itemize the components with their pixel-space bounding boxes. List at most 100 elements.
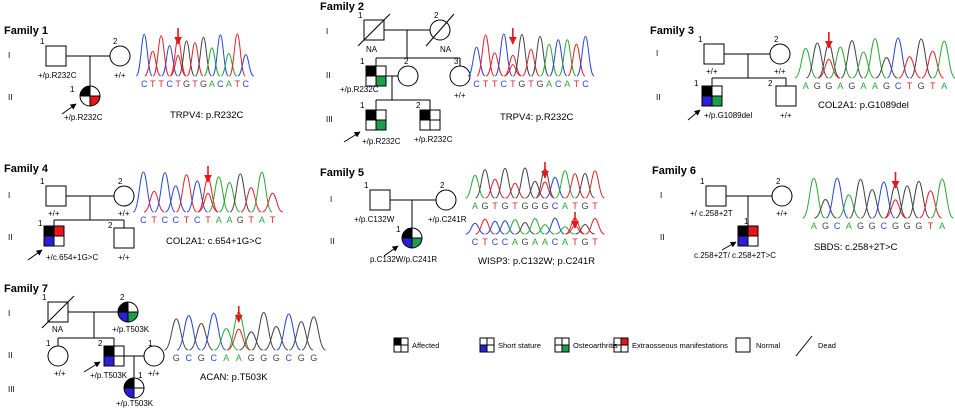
base-call: G xyxy=(918,81,925,91)
trace-peak xyxy=(251,311,276,351)
family-title: Family 7 xyxy=(4,283,48,295)
base-call: C xyxy=(492,237,499,247)
base-call: C xyxy=(895,81,902,91)
trace-peak xyxy=(535,224,555,235)
trace-peak xyxy=(802,177,826,219)
base-call: C xyxy=(166,79,173,89)
base-call: G xyxy=(183,79,190,89)
chromatogram-caption: SBDS: c.258+2T>C xyxy=(814,242,898,253)
proband-II-1 xyxy=(701,85,723,107)
family-3: Family 3 I II 1 +/+ 2 +/+ 1 +/p.G1089del… xyxy=(650,25,955,121)
trace-peak xyxy=(132,171,155,213)
male-II-2 xyxy=(113,227,135,249)
trace-peak xyxy=(135,33,153,77)
trace-peak xyxy=(154,172,176,213)
female-I-2-deceased xyxy=(425,13,455,47)
base-call: T xyxy=(175,79,181,89)
base-call: C xyxy=(502,237,509,247)
member-number: 1 xyxy=(46,339,51,348)
trace-peak xyxy=(219,182,241,213)
generation-label-I: I xyxy=(8,309,10,318)
proband-II-1 xyxy=(401,227,423,249)
trace-peak xyxy=(585,218,605,235)
male-I-1 xyxy=(703,43,725,65)
base-call: G xyxy=(537,79,544,89)
member-number: 2 xyxy=(440,181,445,190)
legend-short-stature-swatch xyxy=(479,337,495,353)
base-call: G xyxy=(915,221,922,231)
generation-label-I: I xyxy=(660,191,662,200)
family-4: Family 4 I II 1 +/+ 2 +/+ 1 +/c.654+1G>C… xyxy=(4,163,284,262)
family-title: Family 6 xyxy=(652,165,696,177)
trace-peak xyxy=(512,33,532,77)
proband-II-1 xyxy=(737,225,759,247)
base-call: A xyxy=(941,81,947,91)
base-call: G xyxy=(825,81,832,91)
family-5: Family 5 I II 1 +/p.C132W 2 +/p.C241R 1 … xyxy=(320,162,605,267)
base-call: A xyxy=(939,221,945,231)
trace-peak xyxy=(239,331,264,351)
trace-peak xyxy=(144,50,162,77)
base-call: G xyxy=(173,353,180,363)
base-call: T xyxy=(150,79,156,89)
trace-peak xyxy=(262,192,284,213)
trace-peak xyxy=(848,178,873,219)
trace-peak xyxy=(186,42,204,77)
trace-peak xyxy=(289,321,314,351)
family-6: Family 6 I II 1 +/ c.258+2T 2 +/+ 1 c.25… xyxy=(652,165,954,260)
base-call: C xyxy=(286,353,293,363)
base-call: T xyxy=(192,79,198,89)
trace-peak xyxy=(220,53,238,77)
base-call: T xyxy=(574,79,580,89)
chromatogram-caption: TRPV4: p.R232C xyxy=(500,112,574,123)
base-call: A xyxy=(236,353,242,363)
base-call: A xyxy=(216,215,222,225)
trace-peak xyxy=(895,185,919,219)
base-call: G xyxy=(531,201,538,211)
generation-label-III: III xyxy=(326,115,333,124)
genotype-label: +/ c.258+2T xyxy=(690,209,733,218)
base-call: C xyxy=(552,237,559,247)
base-call: A xyxy=(227,215,233,225)
base-call: A xyxy=(226,79,232,89)
legend-dead-label: Dead xyxy=(818,341,836,350)
trace-peak xyxy=(530,35,550,77)
trace-peak xyxy=(276,313,301,351)
trace-peak xyxy=(555,226,575,235)
trace-peak xyxy=(495,220,515,235)
base-call: G xyxy=(814,81,821,91)
member-number: 2 xyxy=(108,221,113,230)
chromatogram-caption: ACAN: p.T503K xyxy=(200,372,268,383)
generation-label-I: I xyxy=(326,27,328,36)
trace-peak-secondary xyxy=(197,192,219,213)
base-call: C xyxy=(501,79,508,89)
base-call: A xyxy=(562,201,568,211)
trace-peak-secondary xyxy=(226,328,251,351)
member-number: 1 xyxy=(38,219,43,228)
proband-arrow xyxy=(61,103,77,115)
base-call: G xyxy=(883,81,890,91)
generation-label-I: I xyxy=(8,51,10,60)
trace-peak xyxy=(178,40,196,77)
male-I-1 xyxy=(45,45,67,67)
legend-affected-swatch xyxy=(393,337,409,353)
trace-peak xyxy=(152,35,170,77)
base-call: G xyxy=(857,221,864,231)
female-III-1-affected xyxy=(123,377,145,399)
trace-peak xyxy=(465,222,485,235)
trace-peak xyxy=(194,36,212,77)
trace-peak xyxy=(829,46,852,79)
member-number: 2 xyxy=(776,177,781,186)
base-call: A xyxy=(811,221,817,231)
trace-peak xyxy=(825,177,849,219)
genotype-label: +/p.R232C xyxy=(340,85,379,94)
trace-peak xyxy=(485,52,504,77)
member-number: 3 xyxy=(454,57,459,66)
trace-peak xyxy=(558,39,577,77)
member-number: 2 xyxy=(774,35,779,44)
male-II-1-affected xyxy=(365,65,387,87)
chromatogram-caption: TRPV4: p.R232C xyxy=(170,110,244,121)
trace-peak xyxy=(567,43,586,77)
base-call: G xyxy=(310,353,317,363)
